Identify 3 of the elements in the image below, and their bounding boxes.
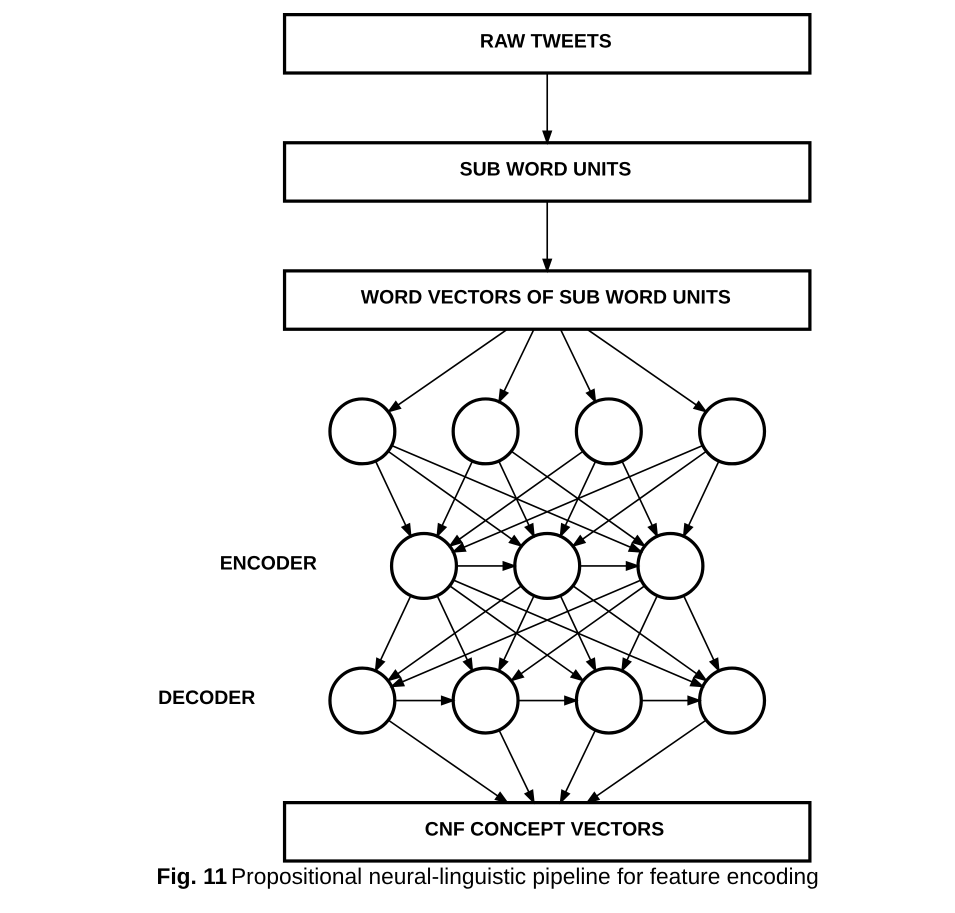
label: ENCODER	[220, 552, 317, 574]
caption: Fig. 11 Propositional neural-linguistic pipeline for feature encoding	[156, 863, 819, 890]
label: DECODER	[158, 686, 256, 709]
